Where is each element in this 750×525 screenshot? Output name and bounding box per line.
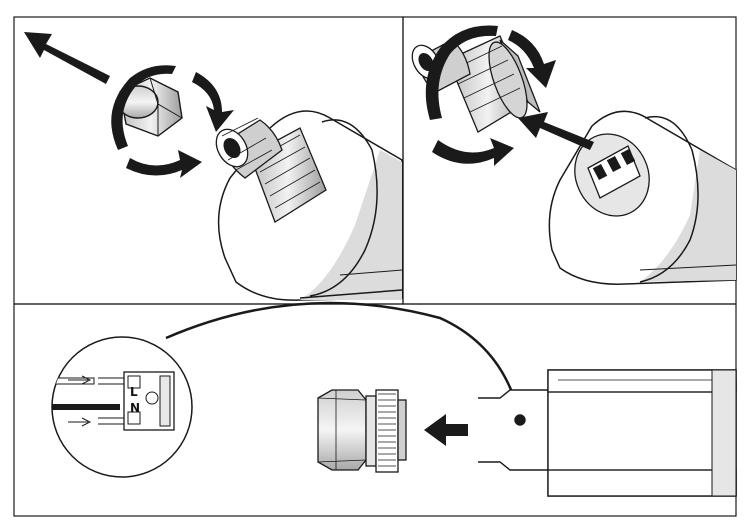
rotate-arrows-gland <box>425 25 556 166</box>
panel-1-content <box>24 32 403 301</box>
rotate-arrows-nut <box>111 65 234 178</box>
gland-parts <box>317 389 407 473</box>
terminal-zoom <box>51 336 193 478</box>
panel-3-content: L N <box>51 301 737 497</box>
arrow-insert-gland <box>518 112 594 150</box>
label-l: L <box>130 385 138 399</box>
fixture-end <box>478 369 737 497</box>
arrow-gland-onto-cable <box>424 414 468 446</box>
label-n: N <box>130 401 140 415</box>
terminal-opening <box>574 133 650 217</box>
cable-wire <box>165 301 520 411</box>
cable-gland-base <box>215 117 327 223</box>
panel-2-content <box>411 25 737 285</box>
cable-gland-assembled <box>411 35 541 133</box>
arrow-remove-nut <box>24 32 110 84</box>
